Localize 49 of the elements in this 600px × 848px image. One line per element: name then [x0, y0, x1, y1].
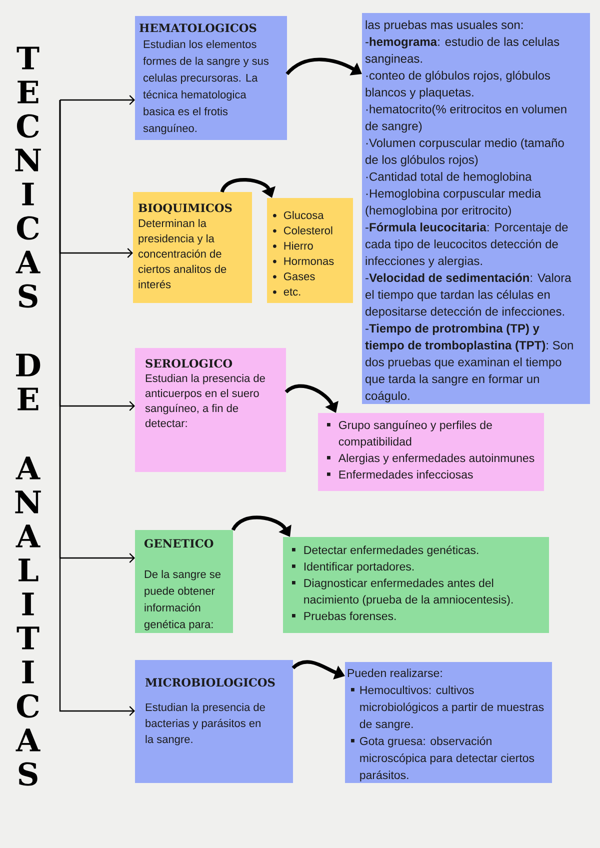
vertical-title: TECNICAS DE ANALITICAS [15, 46, 41, 786]
list-item: -hemograma: estudio de las celulas sangineas. [365, 37, 560, 66]
list-item: ·hematocrito(% eritrocitos en volumen de sangre) [366, 104, 566, 133]
list-box [267, 198, 353, 303]
list-item: ·conteo de glóbulos rojos, glóbulos blancos y plaquetas. [366, 70, 550, 99]
heading: HEMATOLOGICOS [140, 24, 256, 32]
list-item: etc. [284, 288, 300, 296]
heading: SEROLOGICO [146, 359, 232, 368]
list-item: -Velocidad de sedimentación: Valora el tiempo que tardan las células en depositarse detección de infecciones. [366, 273, 572, 318]
category-box [135, 348, 286, 472]
list-item: Pruebas forenses. [304, 612, 396, 620]
description: Estudian los elementos formes de la sangre y sus celulas precursoras. La técnica hematologica basica es el frotis sanguíneo. [143, 40, 269, 134]
list-item: Hemocultivos: cultivos microbiológicos a partir de muestras de sangre. [360, 686, 544, 730]
list-item: Detectar enfermedades genéticas. [304, 546, 478, 556]
list-item: Enfermedades infecciosas [339, 470, 473, 479]
list-item: -Tiempo de protrombina (TP) y tiempo de tromboplastina (TPT): Son dos pruebas que examinan el tiempo que tarda la sangre en formar un coágulo. [365, 324, 573, 402]
list-item: Alergias y enfermedades autoinmunes [338, 454, 534, 464]
list-item: Identificar portadores. [304, 562, 414, 573]
list-item: Hierro [284, 242, 313, 250]
list-item: ·Cantidad total de hemoglobina [366, 172, 532, 184]
list-box [345, 662, 552, 783]
heading: BIOQUIMICOS [138, 204, 232, 214]
list-item: ·Volumen corpuscular medio (tamaño de los glóbulos rojos) [366, 138, 564, 166]
category-box [135, 16, 287, 140]
list-item: Grupo sanguíneo y perfiles de compatibilidad [338, 420, 492, 448]
list-item: Colesterol [284, 226, 332, 234]
description: Determinan la presidencia y la concentración de ciertos analitos de interés [138, 219, 226, 288]
heading: MICROBIOLOGICOS [145, 678, 275, 687]
connector-arrow [60, 95, 135, 105]
description: Estudian la presencia de anticuerpos en el suero sanguíneo, a fin de detectar: [145, 374, 265, 428]
category-box [133, 192, 252, 303]
list-item: Gases [284, 272, 315, 280]
category-box [135, 660, 293, 783]
list-box [283, 537, 549, 633]
list-item: Hormonas [284, 257, 334, 265]
connector-arrow [59, 100, 135, 716]
list-item: ·Hemoglobina corpuscular media (hemoglobina por eritrocito) [366, 188, 542, 217]
list-box [318, 413, 544, 491]
description: Estudian la presencia de bacterias y parásitos en la sangre. [146, 703, 265, 746]
info-box [362, 13, 590, 404]
list-item: Glucosa [284, 211, 324, 220]
intro-text: Pueden realizarse: [348, 668, 442, 678]
description: De la sangre se puede obtener información genética para: [144, 570, 221, 630]
heading: GENETICO [144, 539, 214, 548]
intro-text: las pruebas mas usuales son: [366, 20, 523, 32]
list-item: Diagnosticar enfermedades antes del nacimiento (prueba de la amniocentesis). [304, 578, 513, 606]
list-item: Gota gruesa: observación microscópica para detectar ciertos parásitos. [360, 736, 534, 782]
category-box [135, 530, 233, 633]
list-item: -Fórmula leucocitaria: Porcentaje de cada tipo de leucocitos detección de infecciones y alergias. [366, 222, 568, 268]
